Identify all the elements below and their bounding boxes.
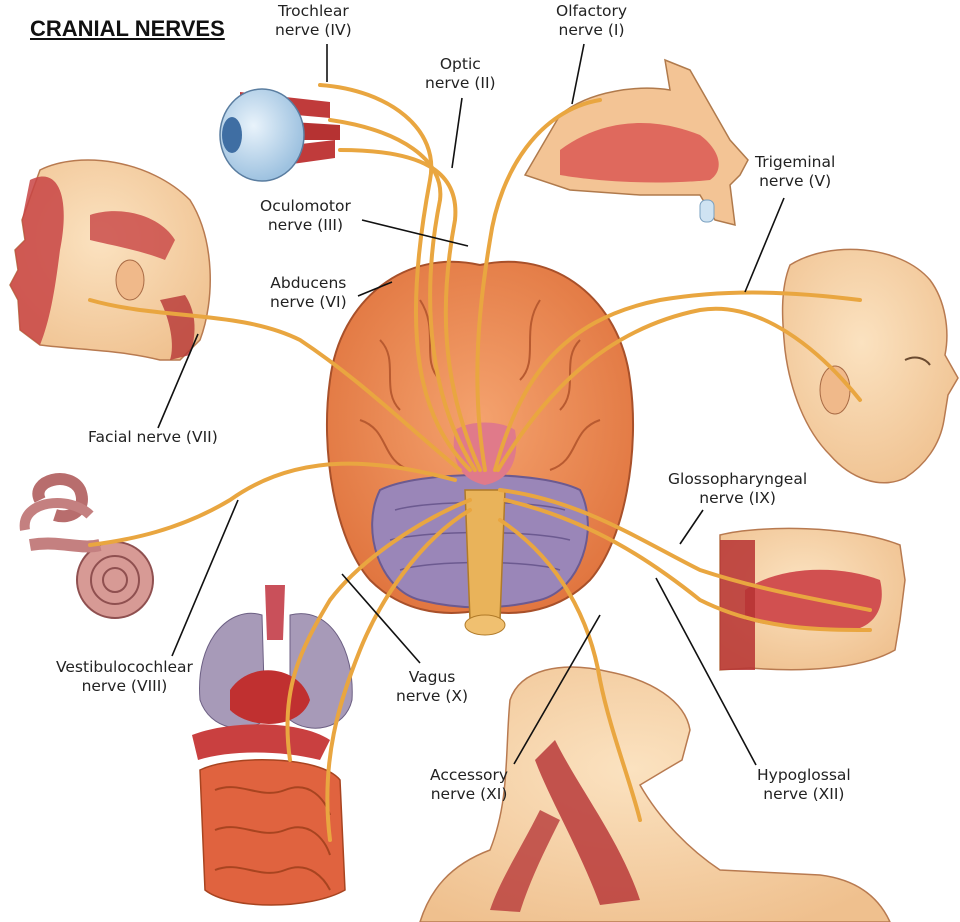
neck-illustration	[419, 666, 891, 922]
leader-facial	[157, 333, 199, 429]
head-right-illustration	[781, 248, 959, 484]
organs-illustration	[192, 585, 353, 906]
leader-hypoglossal	[655, 577, 757, 766]
leader-accessory	[513, 614, 601, 765]
leader-trigeminal	[744, 197, 785, 293]
label-hypoglossal: Hypoglossal nerve (XII)	[757, 766, 851, 803]
face-illustration	[9, 159, 211, 361]
leader-vagus	[341, 573, 421, 664]
leader-lines	[157, 43, 785, 766]
label-abducens: Abducens nerve (VI)	[270, 274, 347, 311]
page-title: CRANIAL NERVES	[30, 16, 225, 41]
nasal-cavity-illustration	[523, 58, 749, 226]
label-trigeminal: Trigeminal nerve (V)	[755, 153, 836, 190]
leader-vestibulocochlear	[171, 499, 239, 657]
inner-ear-illustration	[19, 473, 154, 619]
eye-illustration	[219, 88, 340, 182]
label-optic: Optic nerve (II)	[425, 55, 496, 92]
nerve-strands	[88, 83, 872, 842]
leader-oculomotor	[361, 219, 469, 247]
label-facial: Facial nerve (VII)	[88, 428, 218, 446]
label-olfactory: Olfactory nerve (I)	[556, 2, 628, 39]
label-vagus: Vagus nerve (X)	[396, 668, 469, 705]
label-trochlear: Trochlear nerve (IV)	[275, 2, 352, 39]
leader-olfactory	[571, 43, 585, 105]
label-vestibulocochlear: Vestibulocochlear nerve (VIII)	[56, 658, 193, 695]
leader-optic	[451, 97, 463, 169]
leader-abducens	[357, 281, 393, 297]
label-oculomotor: Oculomotor nerve (III)	[260, 197, 351, 234]
label-glossopharyngeal: Glossopharyngeal nerve (IX)	[668, 470, 808, 507]
label-accessory: Accessory nerve (XI)	[430, 766, 509, 803]
leader-glossopharyngeal	[679, 509, 704, 545]
